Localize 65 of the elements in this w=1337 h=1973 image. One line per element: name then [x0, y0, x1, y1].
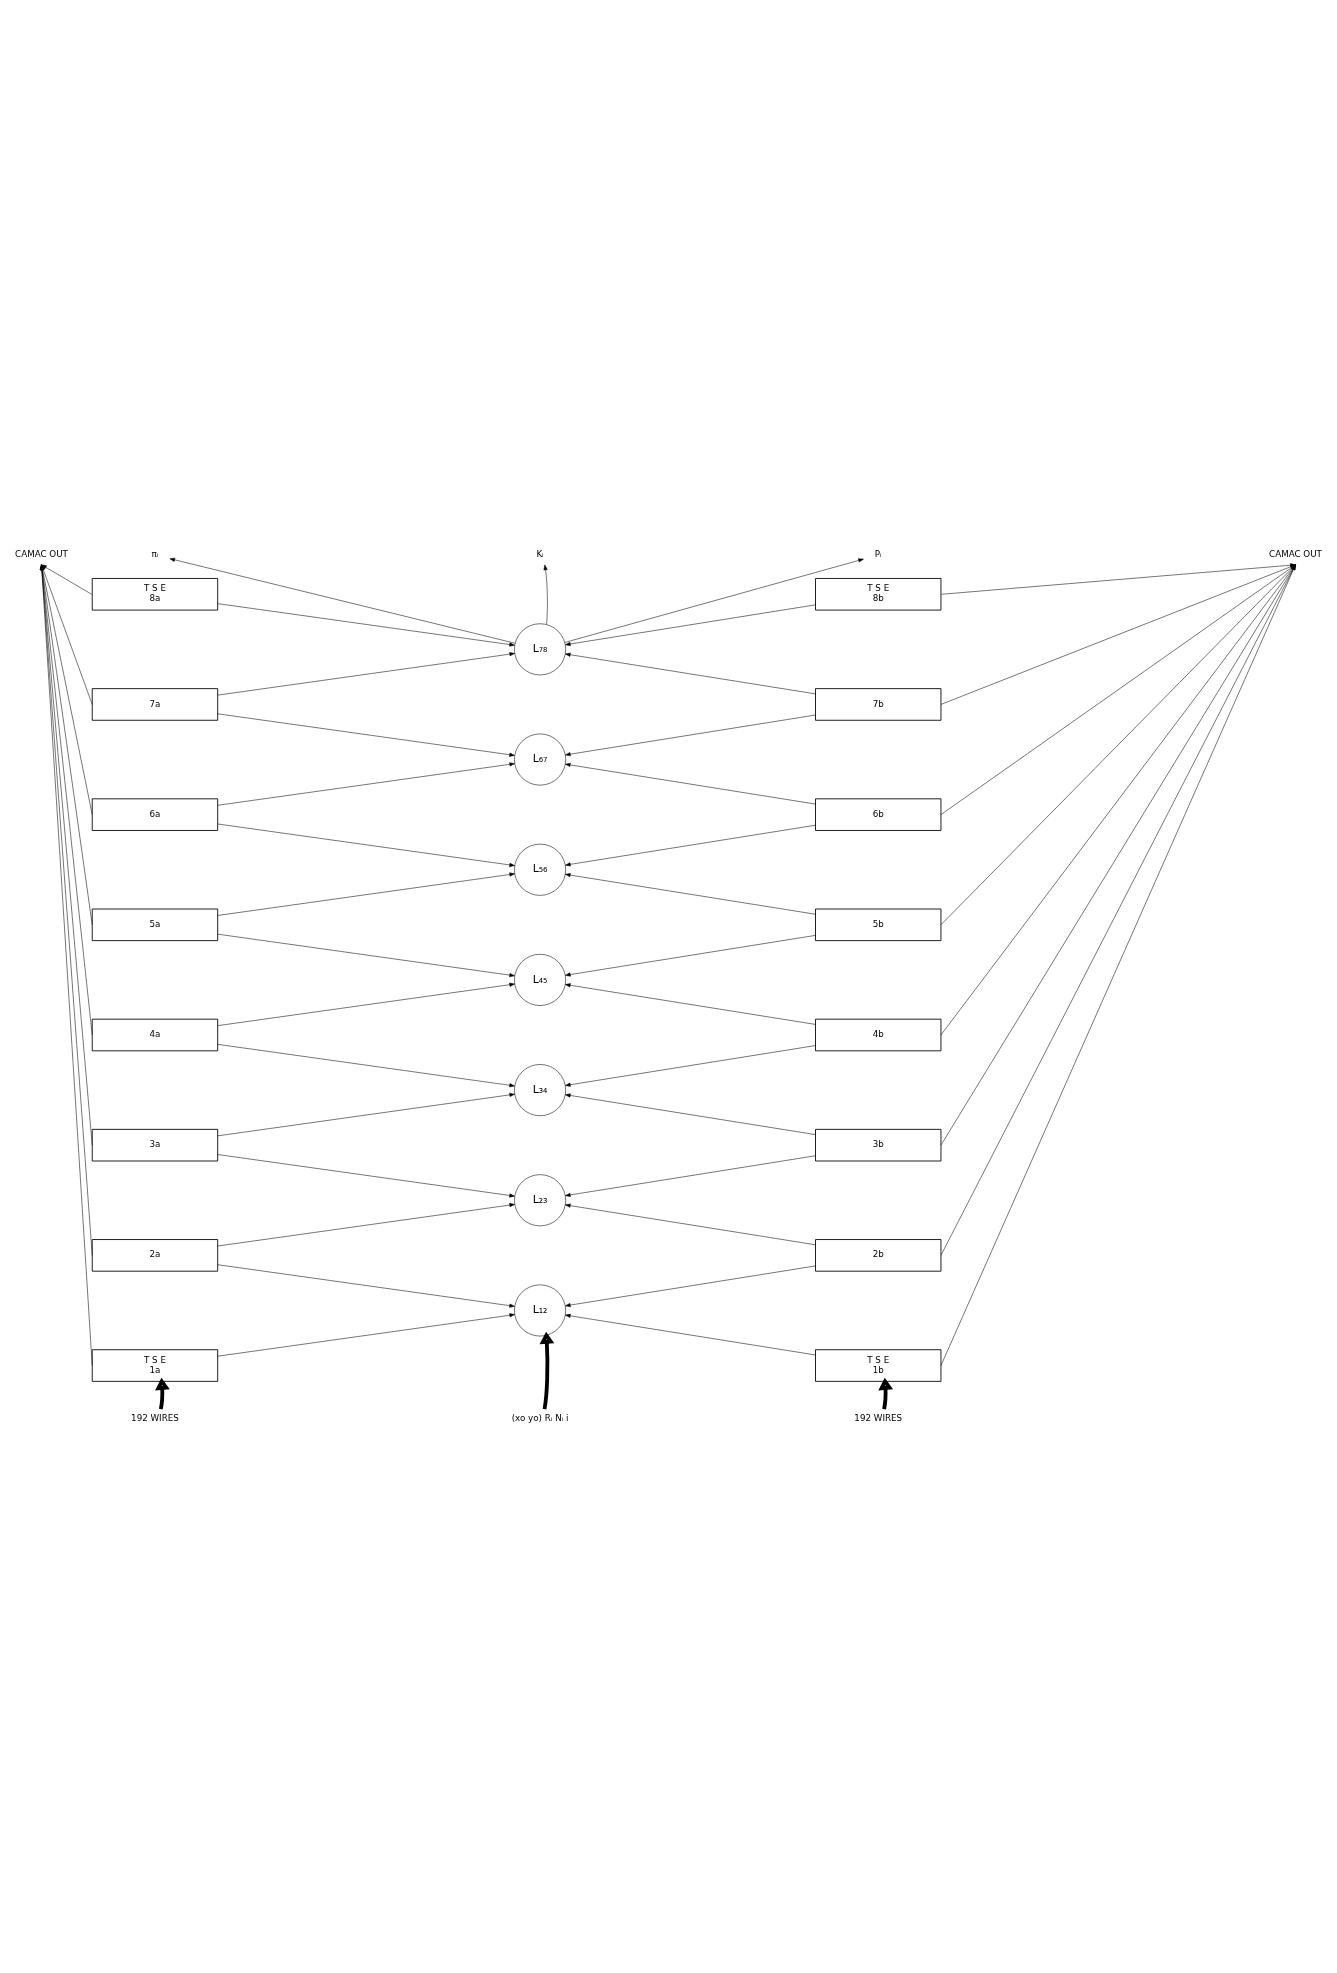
node-circle: L₃₄ — [514, 1063, 566, 1116]
node-text: 192 WIRES — [854, 1412, 903, 1423]
node-box: 5b — [815, 908, 942, 941]
node-box: 6a — [91, 797, 219, 831]
arrow — [154, 1377, 170, 1409]
arrow — [565, 1155, 816, 1197]
node-text: Kᵢ — [536, 548, 544, 559]
arrow — [217, 1092, 515, 1136]
node-circle: L₆₇ — [514, 733, 566, 785]
node-box: 4a — [91, 1018, 219, 1051]
node-circle: L₂₃ — [514, 1173, 566, 1226]
arrow — [217, 1312, 515, 1356]
arrow — [878, 1377, 894, 1409]
arrow — [565, 872, 816, 915]
node-box: T S E 1a — [91, 1348, 219, 1382]
arrow — [539, 1331, 555, 1409]
node-text: 192 WIRES — [131, 1412, 179, 1423]
arrow — [217, 1202, 515, 1246]
node-box: 3a — [91, 1128, 219, 1161]
node-circle: L₄₅ — [514, 953, 566, 1006]
arrow — [217, 602, 515, 647]
node-text: (xo yo) Rᵢ Nᵢ i — [511, 1412, 569, 1423]
node-box: T S E 8a — [91, 577, 219, 611]
arrow — [565, 1265, 816, 1307]
node-box: 7b — [815, 687, 942, 721]
arrow — [565, 1092, 816, 1135]
node-box: 4b — [815, 1018, 942, 1051]
arrow — [565, 1044, 816, 1087]
arrow — [565, 1203, 816, 1245]
node-text: Pᵢ — [874, 548, 882, 559]
arrow — [565, 824, 816, 866]
node-circle: L₇₈ — [514, 622, 566, 675]
node-box: T S E 1b — [815, 1348, 942, 1382]
arrow — [217, 872, 515, 916]
arrow — [217, 761, 515, 806]
node-box: 2b — [815, 1238, 942, 1272]
arrow — [565, 652, 816, 694]
arrow — [543, 564, 548, 625]
node-box: 5a — [91, 908, 219, 941]
node-box: T S E 8b — [815, 577, 942, 611]
arrow — [565, 982, 816, 1025]
node-text: πᵢ — [151, 548, 159, 559]
node-circle: L₅₆ — [514, 843, 566, 896]
node-box: 7a — [91, 687, 219, 721]
node-circle: L₁₂ — [514, 1284, 566, 1336]
arrow — [169, 557, 516, 643]
arrow — [565, 714, 816, 756]
node-text: CAMAC OUT — [15, 548, 68, 559]
arrow — [565, 762, 816, 804]
arrow — [565, 1313, 816, 1355]
node-text: CAMAC OUT — [1269, 548, 1322, 559]
node-box: 2a — [91, 1238, 219, 1272]
arrow — [217, 651, 515, 695]
node-box: 6b — [815, 797, 942, 831]
arrow — [217, 982, 515, 1026]
node-box: 3b — [815, 1128, 942, 1161]
arrow — [217, 1153, 515, 1197]
arrow — [217, 1043, 515, 1087]
arrow — [564, 558, 864, 643]
arrow — [217, 713, 515, 757]
arrow — [565, 604, 816, 646]
arrow — [565, 934, 816, 976]
arrow — [217, 933, 515, 977]
arrow — [217, 823, 515, 867]
arrow — [217, 1263, 515, 1308]
